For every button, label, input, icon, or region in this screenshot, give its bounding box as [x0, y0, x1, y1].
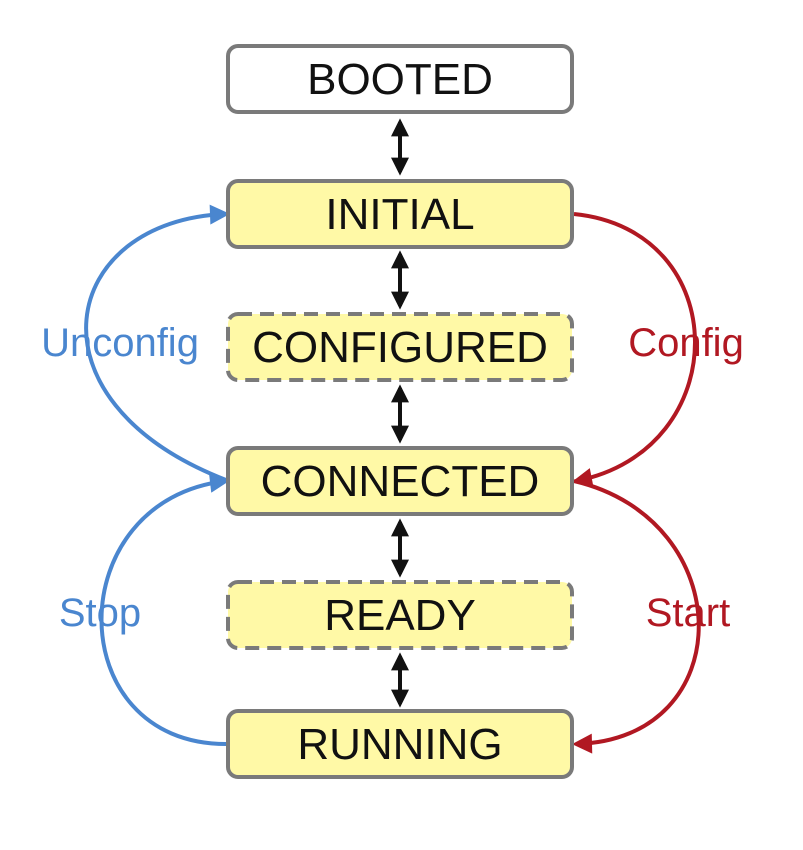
state-box: [226, 709, 574, 779]
state-box: [226, 580, 574, 650]
state-label: BOOTED: [307, 55, 493, 104]
state-running: RUNNING: [226, 709, 574, 779]
stop-label: Stop: [59, 591, 141, 635]
state-ready: READY: [226, 580, 574, 650]
state-connected: CONNECTED: [226, 446, 574, 516]
state-box: [226, 312, 574, 382]
start-transition-arrow: [572, 479, 701, 754]
state-initial: INITIAL: [226, 179, 574, 249]
state-label: READY: [324, 591, 476, 640]
state-box: [226, 446, 574, 516]
state-label: RUNNING: [297, 720, 502, 769]
state-label: INITIAL: [325, 190, 474, 239]
stop-transition-arrow: [99, 472, 230, 746]
state-box: [226, 44, 574, 114]
unconfig-label: Unconfig: [41, 321, 199, 365]
state-label: CONNECTED: [261, 457, 540, 506]
state-label: CONFIGURED: [252, 323, 548, 372]
start-label: Start: [646, 591, 730, 635]
config-transition-arrow: [572, 212, 697, 488]
state-box: [226, 179, 574, 249]
unconfig-transition-arrow: [84, 204, 230, 482]
config-label: Config: [628, 321, 744, 365]
state-booted: BOOTED: [226, 44, 574, 114]
state-configured: CONFIGURED: [226, 312, 574, 382]
